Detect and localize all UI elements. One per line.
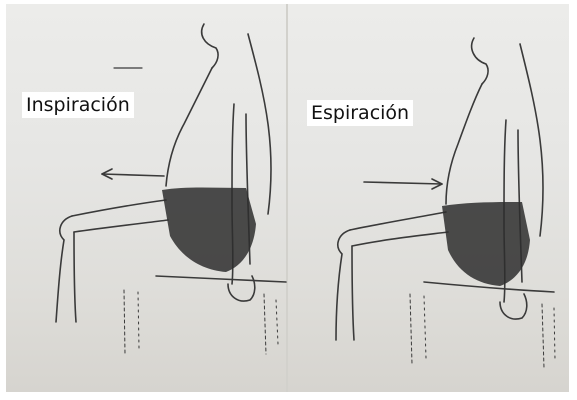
- shin-back-inspiration: [74, 232, 76, 322]
- annotation-scribble-4: [276, 300, 278, 344]
- arrow-shaft-expiration: [364, 182, 442, 184]
- thigh-top-inspiration: [72, 200, 166, 216]
- arrow-shaft-inspiration: [102, 174, 164, 176]
- annotation-scribble-8: [554, 308, 555, 360]
- chest-outline-inspiration: [166, 68, 212, 186]
- head-outline-expiration: [472, 38, 488, 84]
- abdomen-shading-inspiration: [162, 188, 256, 273]
- annotation-scribble-1: [124, 290, 125, 354]
- seat-inspiration: [156, 276, 286, 282]
- thigh-bottom-inspiration: [74, 220, 168, 232]
- annotation-scribble-5: [410, 294, 412, 364]
- back-outline-inspiration: [248, 34, 271, 214]
- abdomen-shading-expiration: [442, 202, 530, 286]
- inspiration-label: Inspiración: [22, 92, 134, 118]
- scanned-illustration: [6, 4, 569, 392]
- head-outline-inspiration: [202, 24, 218, 68]
- shin-expiration: [336, 230, 350, 340]
- shin-back-expiration: [352, 246, 354, 340]
- thigh-bottom-expiration: [352, 232, 448, 246]
- annotation-scribble-2: [138, 292, 139, 348]
- annotation-scribble-6: [424, 296, 426, 358]
- illustration-svg: [6, 4, 569, 392]
- thigh-top-expiration: [350, 212, 446, 230]
- annotation-scribble-7: [542, 304, 544, 368]
- back-outline-expiration: [520, 44, 543, 236]
- expiration-label: Espiración: [307, 100, 413, 126]
- chest-outline-expiration: [446, 84, 482, 204]
- annotation-scribble-3: [264, 294, 266, 354]
- shin-inspiration: [56, 216, 72, 322]
